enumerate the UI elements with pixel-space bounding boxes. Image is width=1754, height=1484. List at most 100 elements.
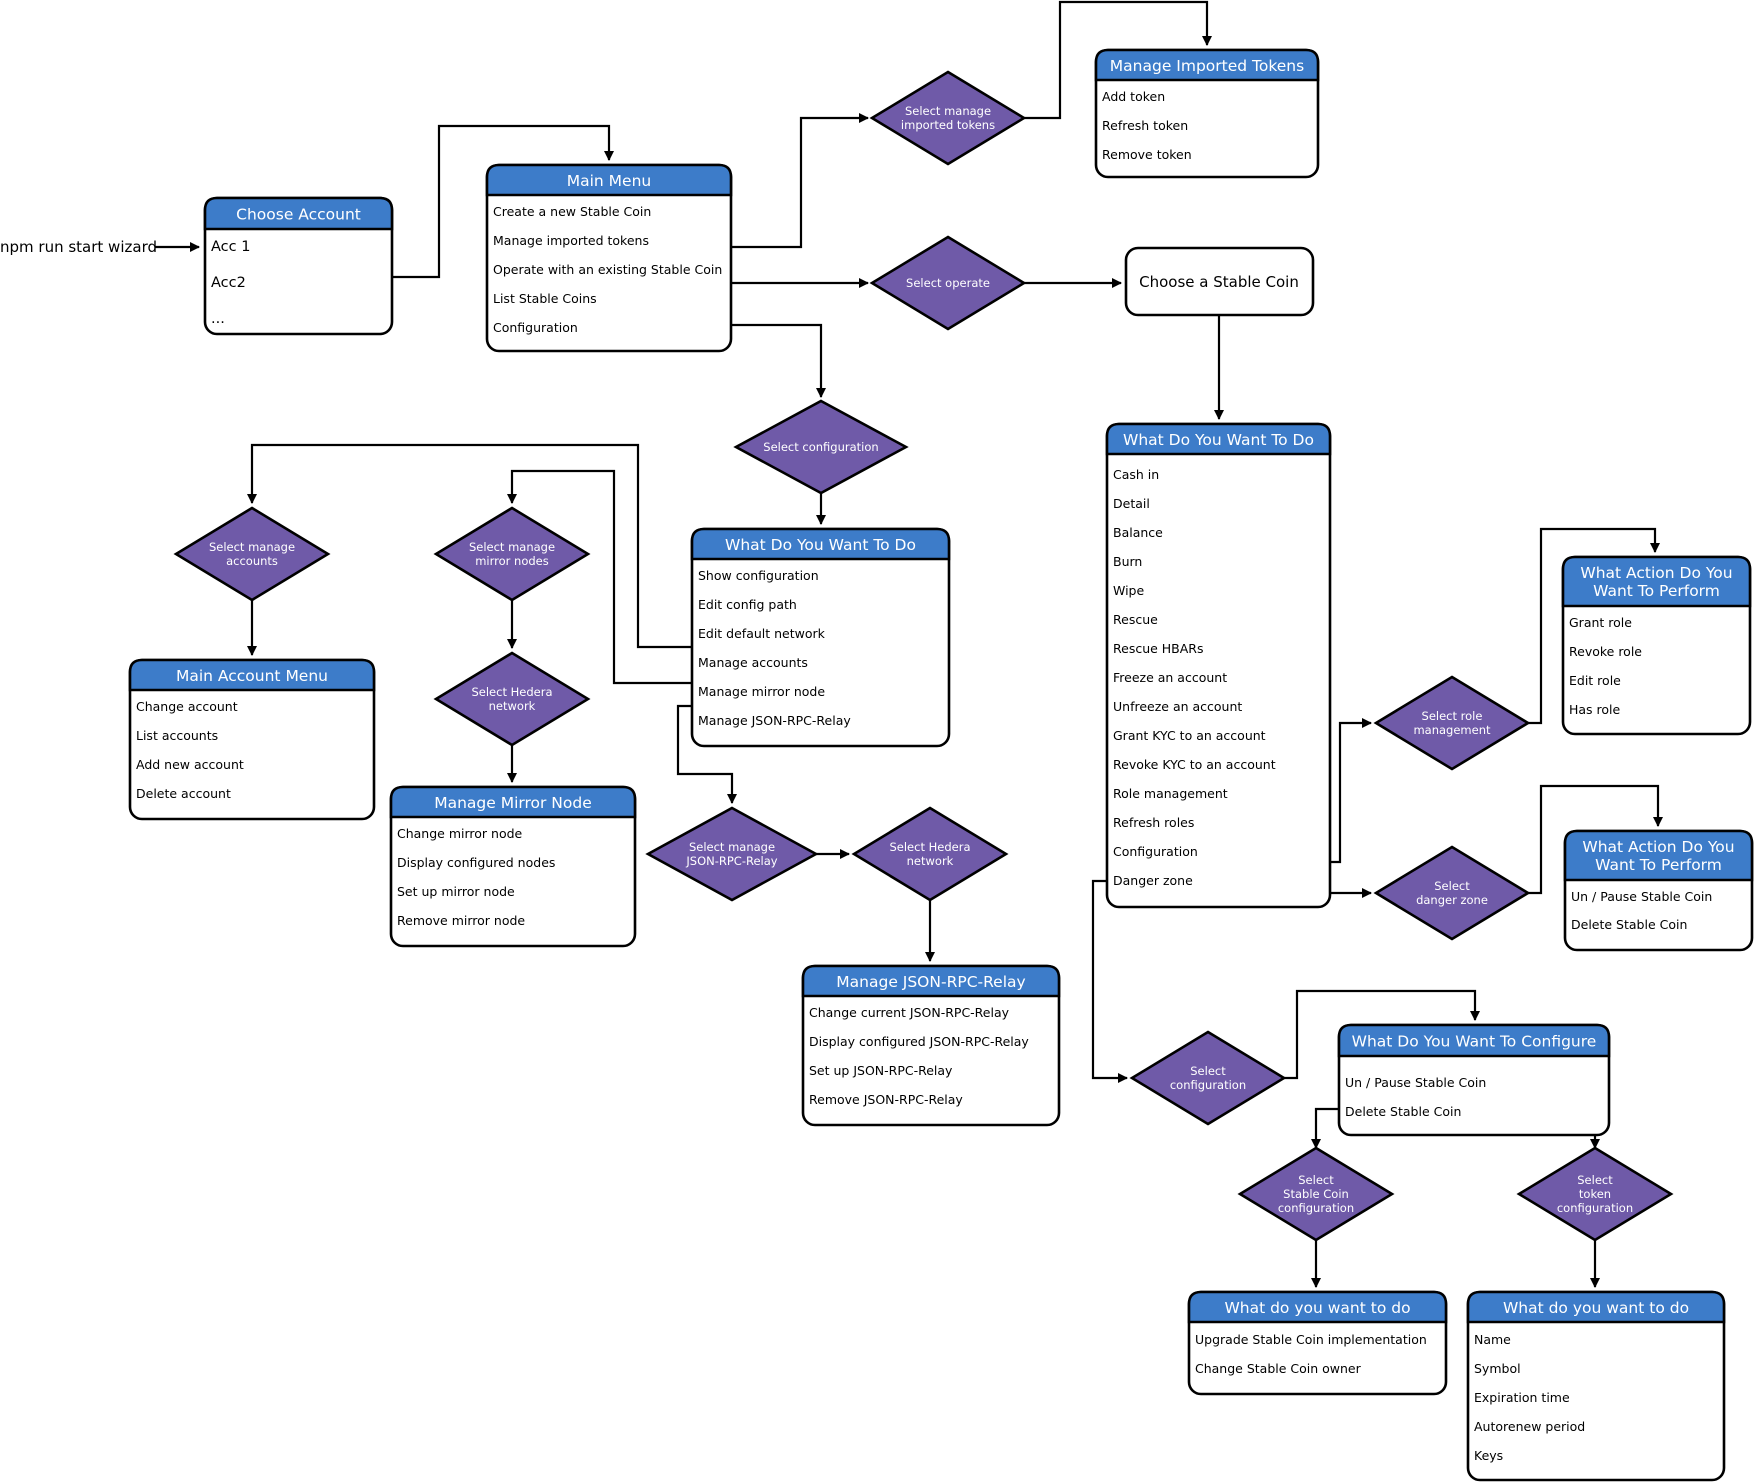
decision-label: Stable Coin [1283,1187,1349,1201]
menu-header [1105,422,1332,456]
menu-header [1466,1290,1726,1324]
menu-title: Want To Perform [1595,856,1722,874]
menu-item: Grant KYC to an account [1113,728,1266,743]
menu-item: Keys [1474,1448,1503,1463]
decision-label: Select manage [209,540,295,554]
connector-danger-to-action [1528,784,1663,895]
menu-header [1563,829,1754,882]
menu-item: Configuration [493,320,578,335]
decision-diamond [645,806,819,902]
decision-diamond [433,651,591,747]
menu-title: Manage JSON-RPC-Relay [836,973,1025,991]
menu-item: Revoke role [1569,644,1642,659]
menu-item: Change current JSON-RPC-Relay [809,1005,1010,1020]
decision-diamond [1373,675,1531,771]
menu-item: Show configuration [698,568,819,583]
menu-item: Set up mirror node [397,884,515,899]
menu-item: Refresh roles [1113,815,1194,830]
decision-label: Select manage [689,840,775,854]
decision-label: Select operate [906,276,990,290]
decision-label: Select Hedera [889,840,970,854]
menu-item: Detail [1113,496,1150,511]
menu-header [389,785,637,819]
menu-item: Configuration [1113,844,1198,859]
menu-item: Add new account [136,757,244,772]
menu-item: Edit config path [698,597,797,612]
menu-item: Upgrade Stable Coin implementation [1195,1332,1427,1347]
menu-item: List accounts [136,728,218,743]
menu-item: Danger zone [1113,873,1193,888]
menu-item: List Stable Coins [493,291,597,306]
menu-header [690,527,951,561]
menu-header [1561,555,1752,608]
decision-diamond [433,506,591,602]
decision-select-configuration-main: Select configuration [733,399,909,495]
menu-title: Want To Perform [1593,582,1720,600]
menu-item: Delete Stable Coin [1571,917,1687,932]
menu-item: Set up JSON-RPC-Relay [809,1063,953,1078]
connector-whatdo-to-jsonrpc [676,704,737,804]
menu-item: Freeze an account [1113,670,1227,685]
decision-label: Select role [1422,709,1483,723]
menu-header [203,196,394,231]
decision-diamond [1237,1146,1395,1242]
decision-label: network [907,854,954,868]
menu-header [128,658,376,692]
decision-label: mirror nodes [475,554,549,568]
menu-header [485,163,733,197]
connector-op-to-role [1330,718,1372,864]
menu-item: Unfreeze an account [1113,699,1242,714]
menu-item: Edit role [1569,673,1621,688]
decision-label: Select [1434,879,1470,893]
decision-label: Select manage [905,104,991,118]
decision-label: Select configuration [763,440,878,454]
decision-label: danger zone [1416,893,1488,907]
menu-item: Display configured nodes [397,855,555,870]
decision-label: imported tokens [901,118,995,132]
decision-diamond [1373,845,1531,941]
menu-item: Grant role [1569,615,1632,630]
start-label: npm run start wizard [0,238,157,256]
decision-label: Select manage [469,540,555,554]
menu-item: Operate with an existing Stable Coin [493,262,722,277]
decision-label: configuration [1170,1078,1246,1092]
decision-diamond [733,399,909,495]
menu-title: Manage Imported Tokens [1110,57,1304,75]
menu-item: Edit default network [698,626,826,641]
menu-title: What Do You Want To Do [1123,431,1314,449]
decision-diamond [869,235,1027,331]
connector-account-to-main [392,124,614,279]
menu-item: Refresh token [1102,118,1188,133]
menu-header [801,964,1061,998]
menu-header [1337,1023,1611,1058]
decision-diamond [1516,1146,1674,1242]
menu-item: Name [1474,1332,1511,1347]
decision-label: network [489,699,536,713]
connector-whatdo-to-mirror [507,469,692,685]
connector-configuration-to-what [1284,989,1480,1080]
menu-item: Rescue [1113,612,1158,627]
menu-item: Un / Pause Stable Coin [1345,1075,1486,1090]
menu-item: Manage mirror node [698,684,825,699]
menu-title: Main Menu [567,172,652,190]
decision-diamond [1129,1030,1287,1126]
connector-role-to-action [1528,527,1660,725]
decision-label: configuration [1557,1201,1633,1215]
menu-title: What Action Do You [1582,838,1734,856]
decision-label: Select [1190,1064,1226,1078]
menu-title: Choose Account [236,206,361,224]
decision-diamond [173,506,331,602]
